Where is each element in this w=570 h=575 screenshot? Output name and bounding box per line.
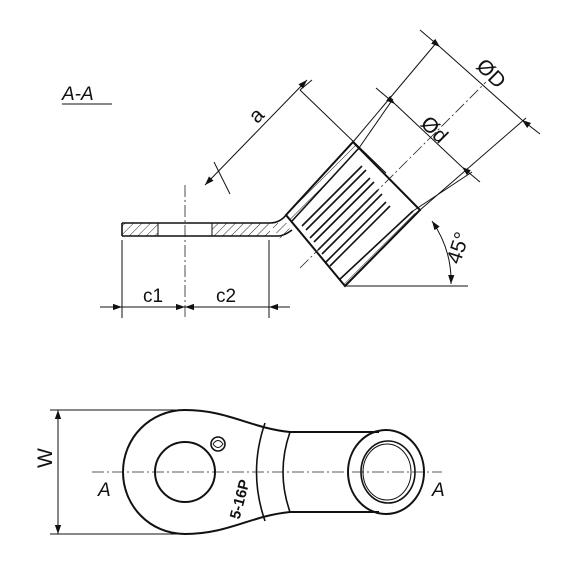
section-label: A-A <box>61 84 94 105</box>
w-label: W <box>34 448 57 468</box>
tongue-plate <box>121 222 278 237</box>
brand-logo <box>210 436 226 452</box>
dimension-w: W <box>34 409 185 535</box>
section-view: A-A <box>61 29 541 320</box>
a-label: a <box>244 103 269 128</box>
c1-label: c1 <box>143 286 163 307</box>
section-mark-right: A <box>431 480 445 501</box>
part-marking: 5-16P <box>227 478 254 521</box>
dimension-outer-diameter: ØD <box>352 29 541 211</box>
outer-diameter-label: ØD <box>472 55 511 94</box>
angle-label: 45° <box>443 229 475 266</box>
section-mark-left: A <box>97 480 111 501</box>
plan-view: 5-16P A A W <box>34 409 445 536</box>
inner-diameter-label: Ød <box>416 112 452 148</box>
c2-label: c2 <box>216 286 236 307</box>
barrel-section <box>284 81 487 288</box>
dimension-c: c1 c2 <box>100 240 290 318</box>
barrel-grooves <box>301 165 391 267</box>
